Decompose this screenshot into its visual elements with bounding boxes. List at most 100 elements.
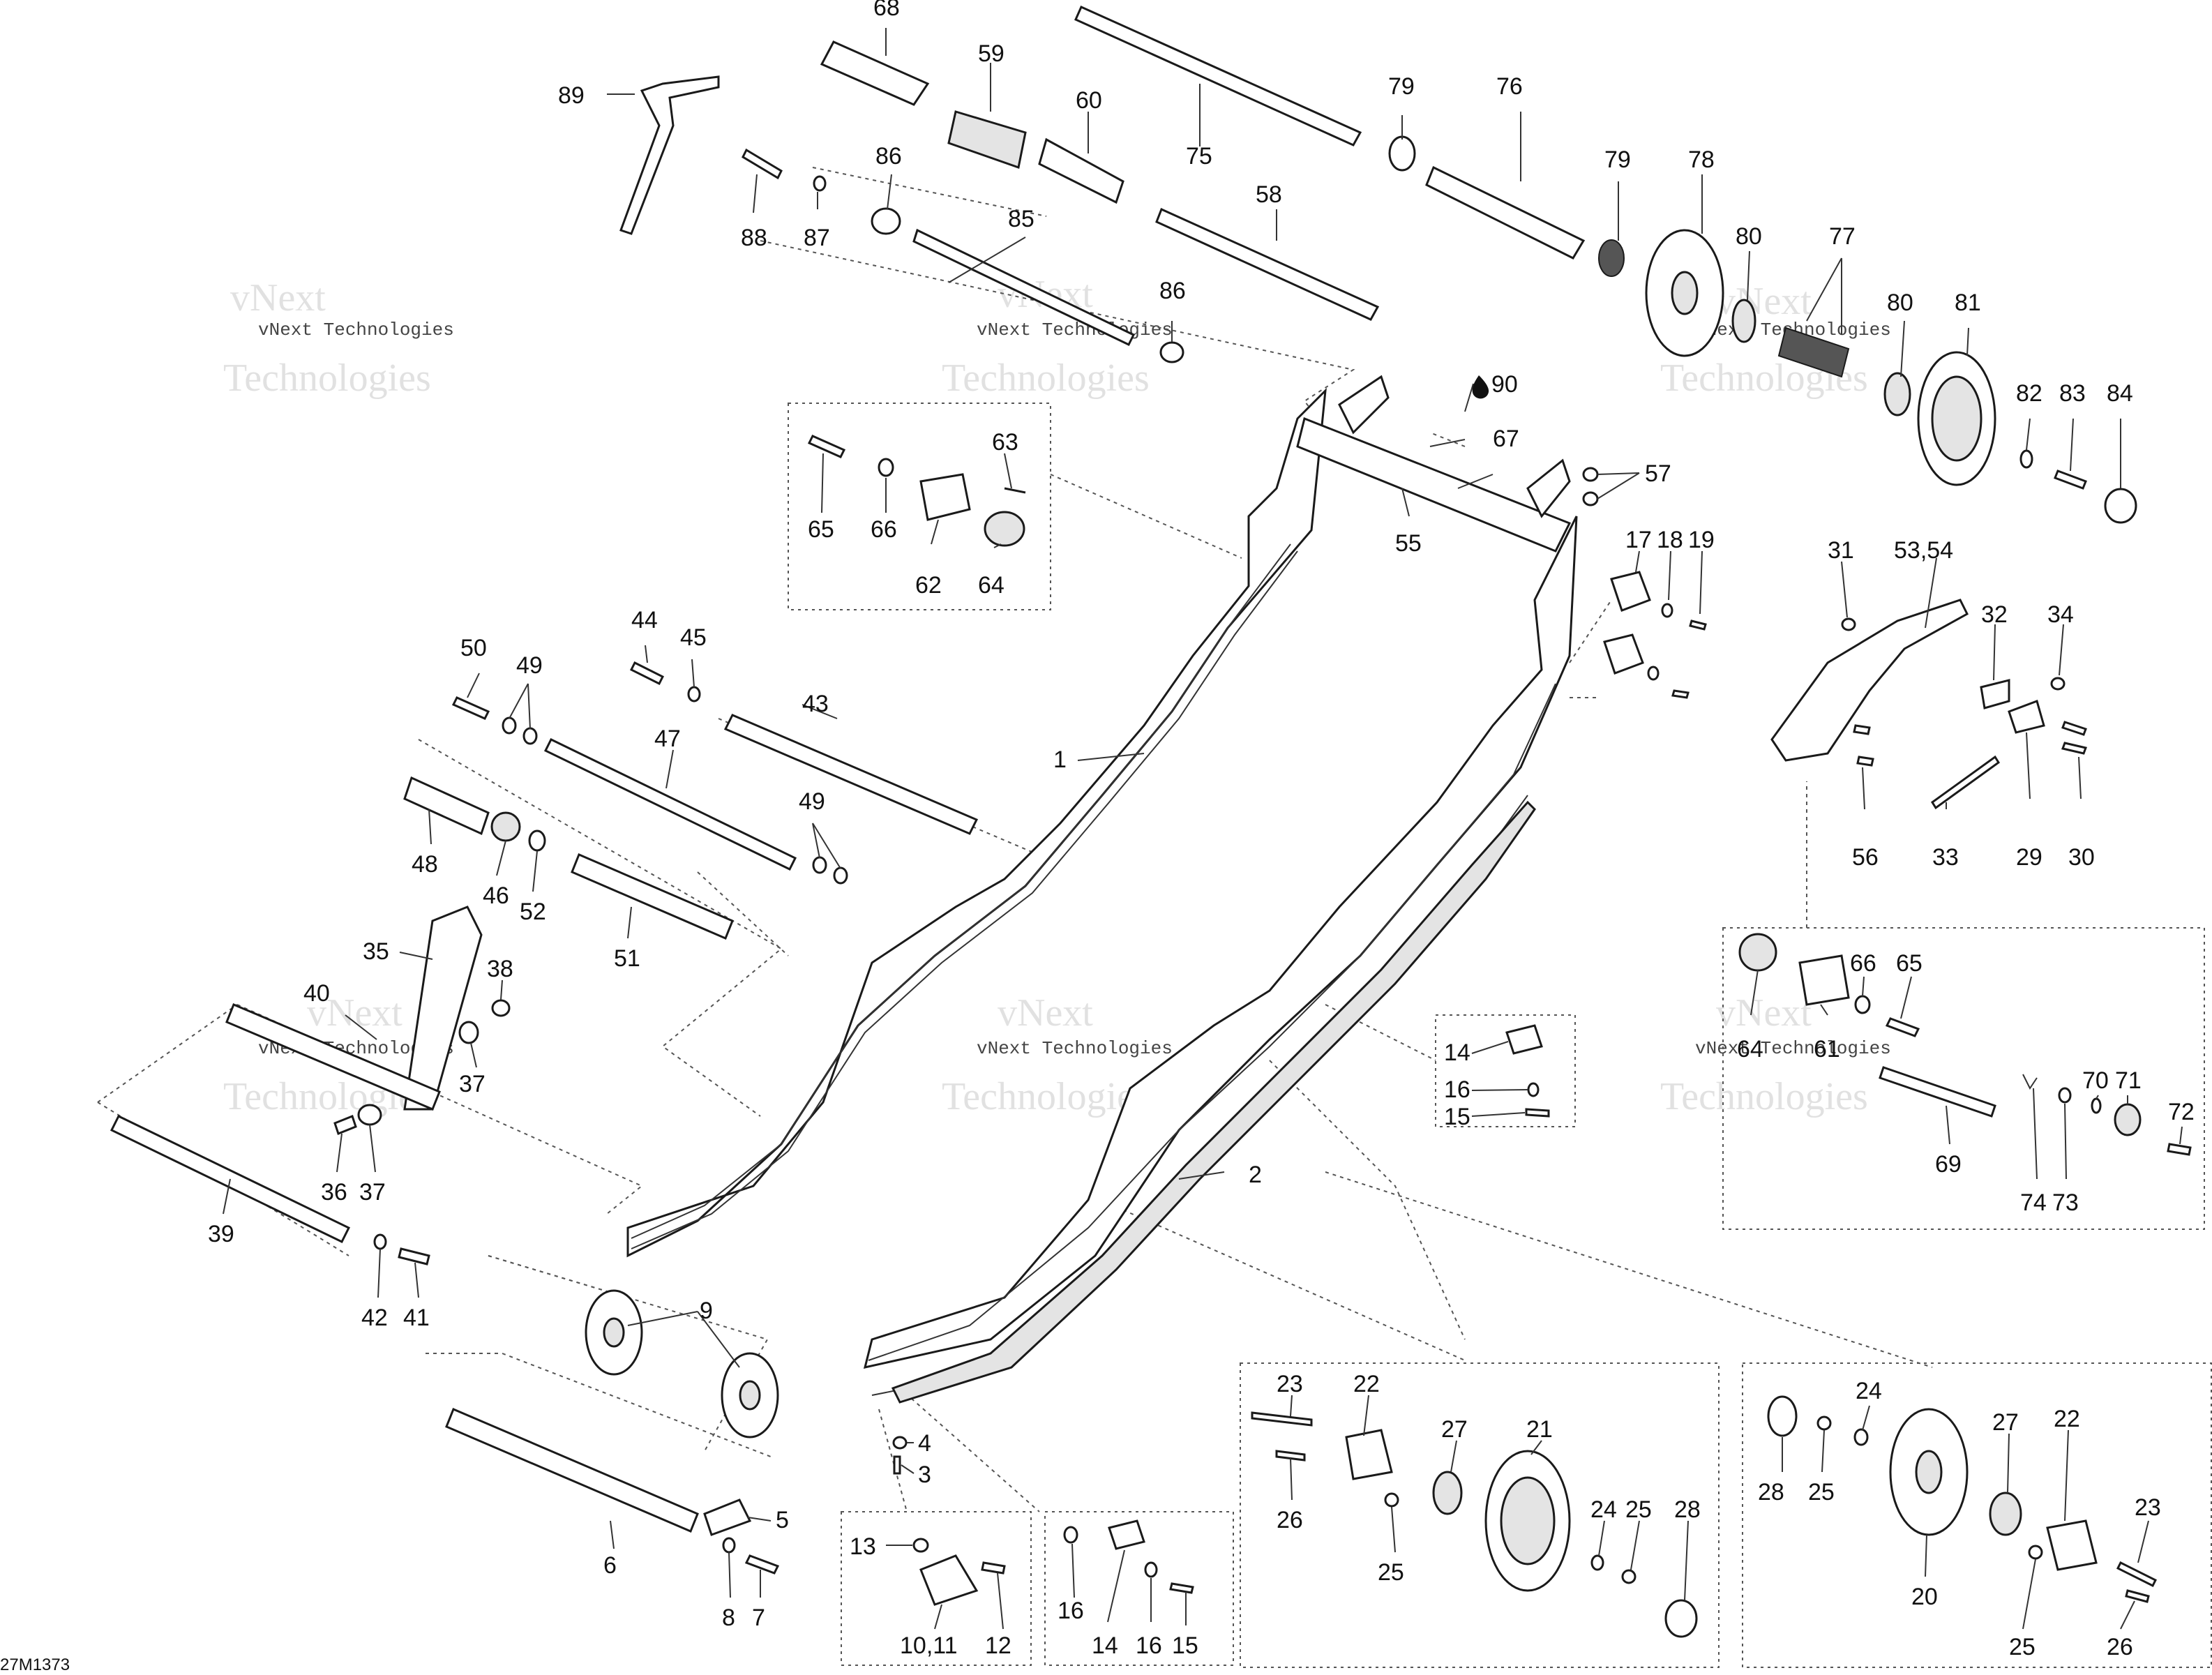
part-label: 65: [808, 516, 834, 543]
part-label: 14: [1092, 1632, 1118, 1659]
part-label: 84: [2107, 380, 2133, 407]
watermark-top: vNext: [1716, 991, 1812, 1035]
part-label: 86: [1159, 278, 1186, 304]
part-label: 82: [2016, 380, 2042, 407]
watermark-top: vNext: [998, 991, 1093, 1035]
part-label: 63: [992, 429, 1018, 456]
wire-89: [619, 75, 720, 235]
part-label: 27: [1441, 1416, 1468, 1443]
part-label: 24: [1856, 1378, 1882, 1404]
screw-3: [893, 1455, 901, 1475]
bolt-44: [629, 661, 665, 686]
watermark-mid: vNext Technologies: [1695, 1038, 1891, 1059]
part-label: 72: [2168, 1099, 2195, 1125]
front-stopper-box: [841, 1511, 1032, 1666]
part-label: 42: [361, 1305, 388, 1331]
screw-15b: [1169, 1582, 1194, 1594]
washer-70: [2091, 1097, 2102, 1114]
right-idler-box: [1742, 1362, 2212, 1668]
part-label: 14: [1444, 1039, 1470, 1066]
part-label: 1: [1053, 746, 1067, 773]
part-label: 58: [1256, 181, 1282, 208]
watermark-bottom: Technologies: [942, 356, 1150, 400]
bolt-72: [2167, 1143, 2192, 1156]
washer-24a: [1590, 1554, 1604, 1571]
stopper-10-11: [919, 1554, 979, 1606]
part-label: 81: [1955, 290, 1981, 316]
part-label: 16: [1136, 1632, 1162, 1659]
bracket-29: [2008, 700, 2045, 734]
part-label: 36: [321, 1179, 347, 1205]
bolt-7: [744, 1554, 780, 1575]
part-label: 23: [1277, 1371, 1303, 1397]
shaft-75: [1074, 6, 1362, 147]
part-label: 37: [459, 1071, 486, 1097]
tube-48: [403, 776, 490, 836]
nut-31: [1841, 617, 1856, 631]
washer-16a: [1527, 1082, 1540, 1097]
part-label: 78: [1688, 147, 1715, 173]
bolt-30: [2061, 721, 2088, 755]
washer-45: [687, 686, 701, 703]
part-label: 26: [2107, 1634, 2133, 1660]
axle-22a: [1345, 1429, 1393, 1480]
part-label: 20: [1911, 1584, 1938, 1610]
part-label: 65: [1896, 950, 1923, 977]
part-label: 33: [1932, 844, 1959, 871]
part-label: 21: [1526, 1416, 1553, 1443]
nut-25b: [1621, 1569, 1637, 1584]
part-label: 68: [873, 0, 900, 21]
part-label: 5: [776, 1507, 789, 1533]
nut-57: [1582, 467, 1599, 506]
wheel-20: [1889, 1408, 1969, 1536]
part-label: 53,54: [1894, 537, 1953, 564]
washer-66a: [878, 458, 894, 477]
rail-right-part-2: [863, 516, 1578, 1404]
bolt-12: [981, 1561, 1006, 1575]
part-label: 50: [460, 635, 487, 661]
part-label: 22: [2054, 1406, 2080, 1432]
shaft-47: [543, 738, 797, 871]
bushing-kit-box: [788, 403, 1051, 610]
part-label: 64: [978, 572, 1005, 599]
part-label: 86: [875, 143, 902, 170]
watermark-top: vNext: [230, 276, 326, 320]
bolt-41: [398, 1247, 430, 1265]
washer-24b: [1853, 1428, 1869, 1446]
washer-82: [2019, 449, 2033, 469]
washer-8: [722, 1537, 736, 1554]
slider-clip-box: [1435, 1014, 1576, 1127]
watermark-bottom: Technologies: [223, 356, 431, 400]
watermark-mid: vNext Technologies: [977, 320, 1173, 340]
part-label: 31: [1828, 537, 1854, 564]
part-label: 28: [1758, 1479, 1784, 1505]
bolt-56: [1853, 724, 1874, 767]
plate-53-54: [1770, 599, 1969, 762]
axle-69: [1879, 1066, 1996, 1118]
bearing-71: [2114, 1103, 2142, 1136]
part-label: 26: [1277, 1507, 1303, 1533]
cap-84: [2104, 488, 2137, 524]
part-label: 3: [918, 1462, 931, 1488]
watermark-top: vNext: [307, 991, 402, 1035]
screw-19: [1671, 619, 1707, 699]
part-label: 80: [1736, 223, 1762, 250]
bolt-65a: [807, 435, 846, 458]
tube-60: [1038, 137, 1124, 204]
wheel-9b: [721, 1352, 779, 1439]
part-label: 25: [1625, 1496, 1652, 1523]
watermark-top: vNext: [1716, 280, 1812, 323]
washer-52: [528, 829, 546, 852]
part-label: 25: [1378, 1559, 1404, 1586]
part-label: 56: [1852, 844, 1879, 871]
bearing-27a: [1432, 1471, 1463, 1515]
bushing-64b: [1738, 933, 1777, 972]
clip-74: [2022, 1074, 2038, 1090]
nut-25a: [1384, 1492, 1399, 1508]
part-label: 46: [483, 882, 509, 909]
part-label: 32: [1981, 601, 2008, 628]
bolt-50: [451, 696, 490, 720]
lubricant-drop-icon: [1472, 375, 1489, 399]
part-label: 79: [1388, 73, 1415, 100]
